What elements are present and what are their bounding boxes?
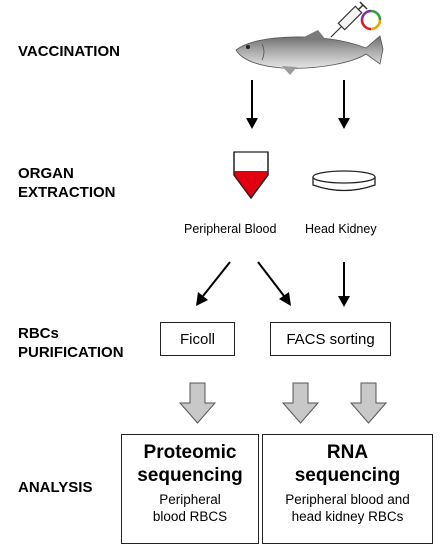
rna-title-line1: RNA bbox=[326, 442, 369, 463]
step-organ-line1: ORGAN bbox=[18, 165, 74, 182]
proteomic-subtitle-line2: blood RBCS bbox=[152, 509, 228, 524]
step-rbc-line2: PURIFICATION bbox=[18, 344, 124, 361]
block-arrow-facs-left bbox=[281, 382, 320, 424]
plasmid-icon bbox=[360, 9, 382, 31]
rna-sequencing-box: RNA sequencing Peripheral blood and head… bbox=[262, 434, 433, 544]
step-rbc-purification: RBCs PURIFICATION bbox=[18, 324, 124, 362]
rna-subtitle-line1: Peripheral blood and bbox=[285, 492, 410, 507]
ficoll-box: Ficoll bbox=[160, 322, 235, 356]
kidney-dish-icon bbox=[312, 170, 376, 192]
step-organ-extraction: ORGAN EXTRACTION bbox=[18, 164, 116, 202]
block-arrow-ficoll bbox=[178, 382, 217, 424]
proteomic-sequencing-box: Proteomic sequencing Peripheral blood RB… bbox=[121, 434, 259, 544]
proteomic-title-line1: Proteomic bbox=[143, 442, 237, 463]
block-arrow-facs-right bbox=[349, 382, 388, 424]
facs-sorting-label: FACS sorting bbox=[286, 330, 375, 348]
ficoll-label: Ficoll bbox=[179, 330, 215, 348]
label-peripheral-blood: Peripheral Blood bbox=[184, 222, 277, 236]
arrow-blood-to-facs bbox=[257, 261, 291, 306]
arrow-blood-to-ficoll bbox=[196, 261, 231, 306]
proteomic-title-line2: sequencing bbox=[137, 465, 243, 486]
rna-title-line2: sequencing bbox=[294, 465, 401, 486]
rna-subtitle-line2: head kidney RBCs bbox=[291, 509, 404, 524]
proteomic-subtitle-line1: Peripheral bbox=[159, 492, 221, 507]
step-rbc-line1: RBCs bbox=[18, 325, 59, 342]
blood-tube-icon bbox=[233, 151, 269, 200]
proteomic-subtitle: Peripheral blood RBCS bbox=[122, 491, 258, 525]
step-organ-line2: EXTRACTION bbox=[18, 184, 116, 201]
facs-sorting-box: FACS sorting bbox=[270, 322, 391, 356]
label-head-kidney: Head Kidney bbox=[305, 222, 377, 236]
syringe-icon bbox=[330, 1, 368, 38]
arrow-fish-to-blood bbox=[246, 80, 258, 129]
arrow-kidney-to-facs bbox=[338, 262, 350, 307]
rna-subtitle: Peripheral blood and head kidney RBCs bbox=[263, 491, 432, 525]
fish-icon bbox=[235, 30, 384, 75]
step-vaccination: VACCINATION bbox=[18, 43, 120, 60]
arrow-fish-to-kidney bbox=[338, 80, 350, 129]
step-analysis: ANALYSIS bbox=[18, 479, 93, 496]
